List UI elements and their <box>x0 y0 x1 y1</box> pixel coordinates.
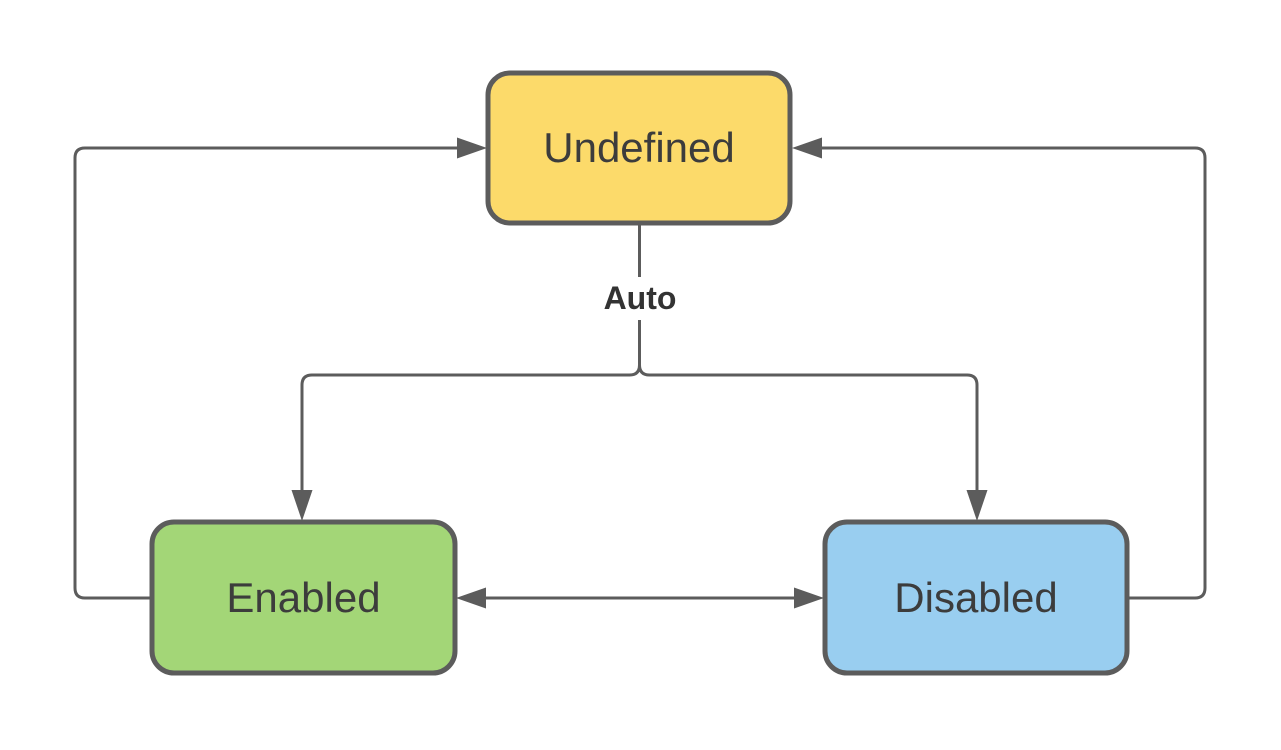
edge-layer <box>73 146 1207 600</box>
arrowhead-layer <box>291 137 988 609</box>
arrowhead-into-undefined-left <box>457 137 487 159</box>
state-node-disabled <box>822 519 1130 676</box>
edge-enabled-to-undefined <box>73 146 458 600</box>
state-node-enabled <box>149 519 458 676</box>
edge-disabled-to-undefined <box>822 146 1207 600</box>
arrowhead-into-disabled-top <box>966 490 988 521</box>
arrowhead-into-enabled-right <box>456 587 486 609</box>
node-layer <box>149 70 1130 676</box>
edge-label-auto: Auto <box>594 277 686 320</box>
arrowhead-into-disabled-left <box>794 587 824 609</box>
arrowhead-into-undefined-right <box>792 137 822 159</box>
edge-undefined-to-disabled <box>638 223 979 490</box>
state-node-undefined <box>485 70 793 226</box>
edge-undefined-to-enabled <box>300 223 641 490</box>
arrowhead-into-enabled-top <box>291 490 313 521</box>
